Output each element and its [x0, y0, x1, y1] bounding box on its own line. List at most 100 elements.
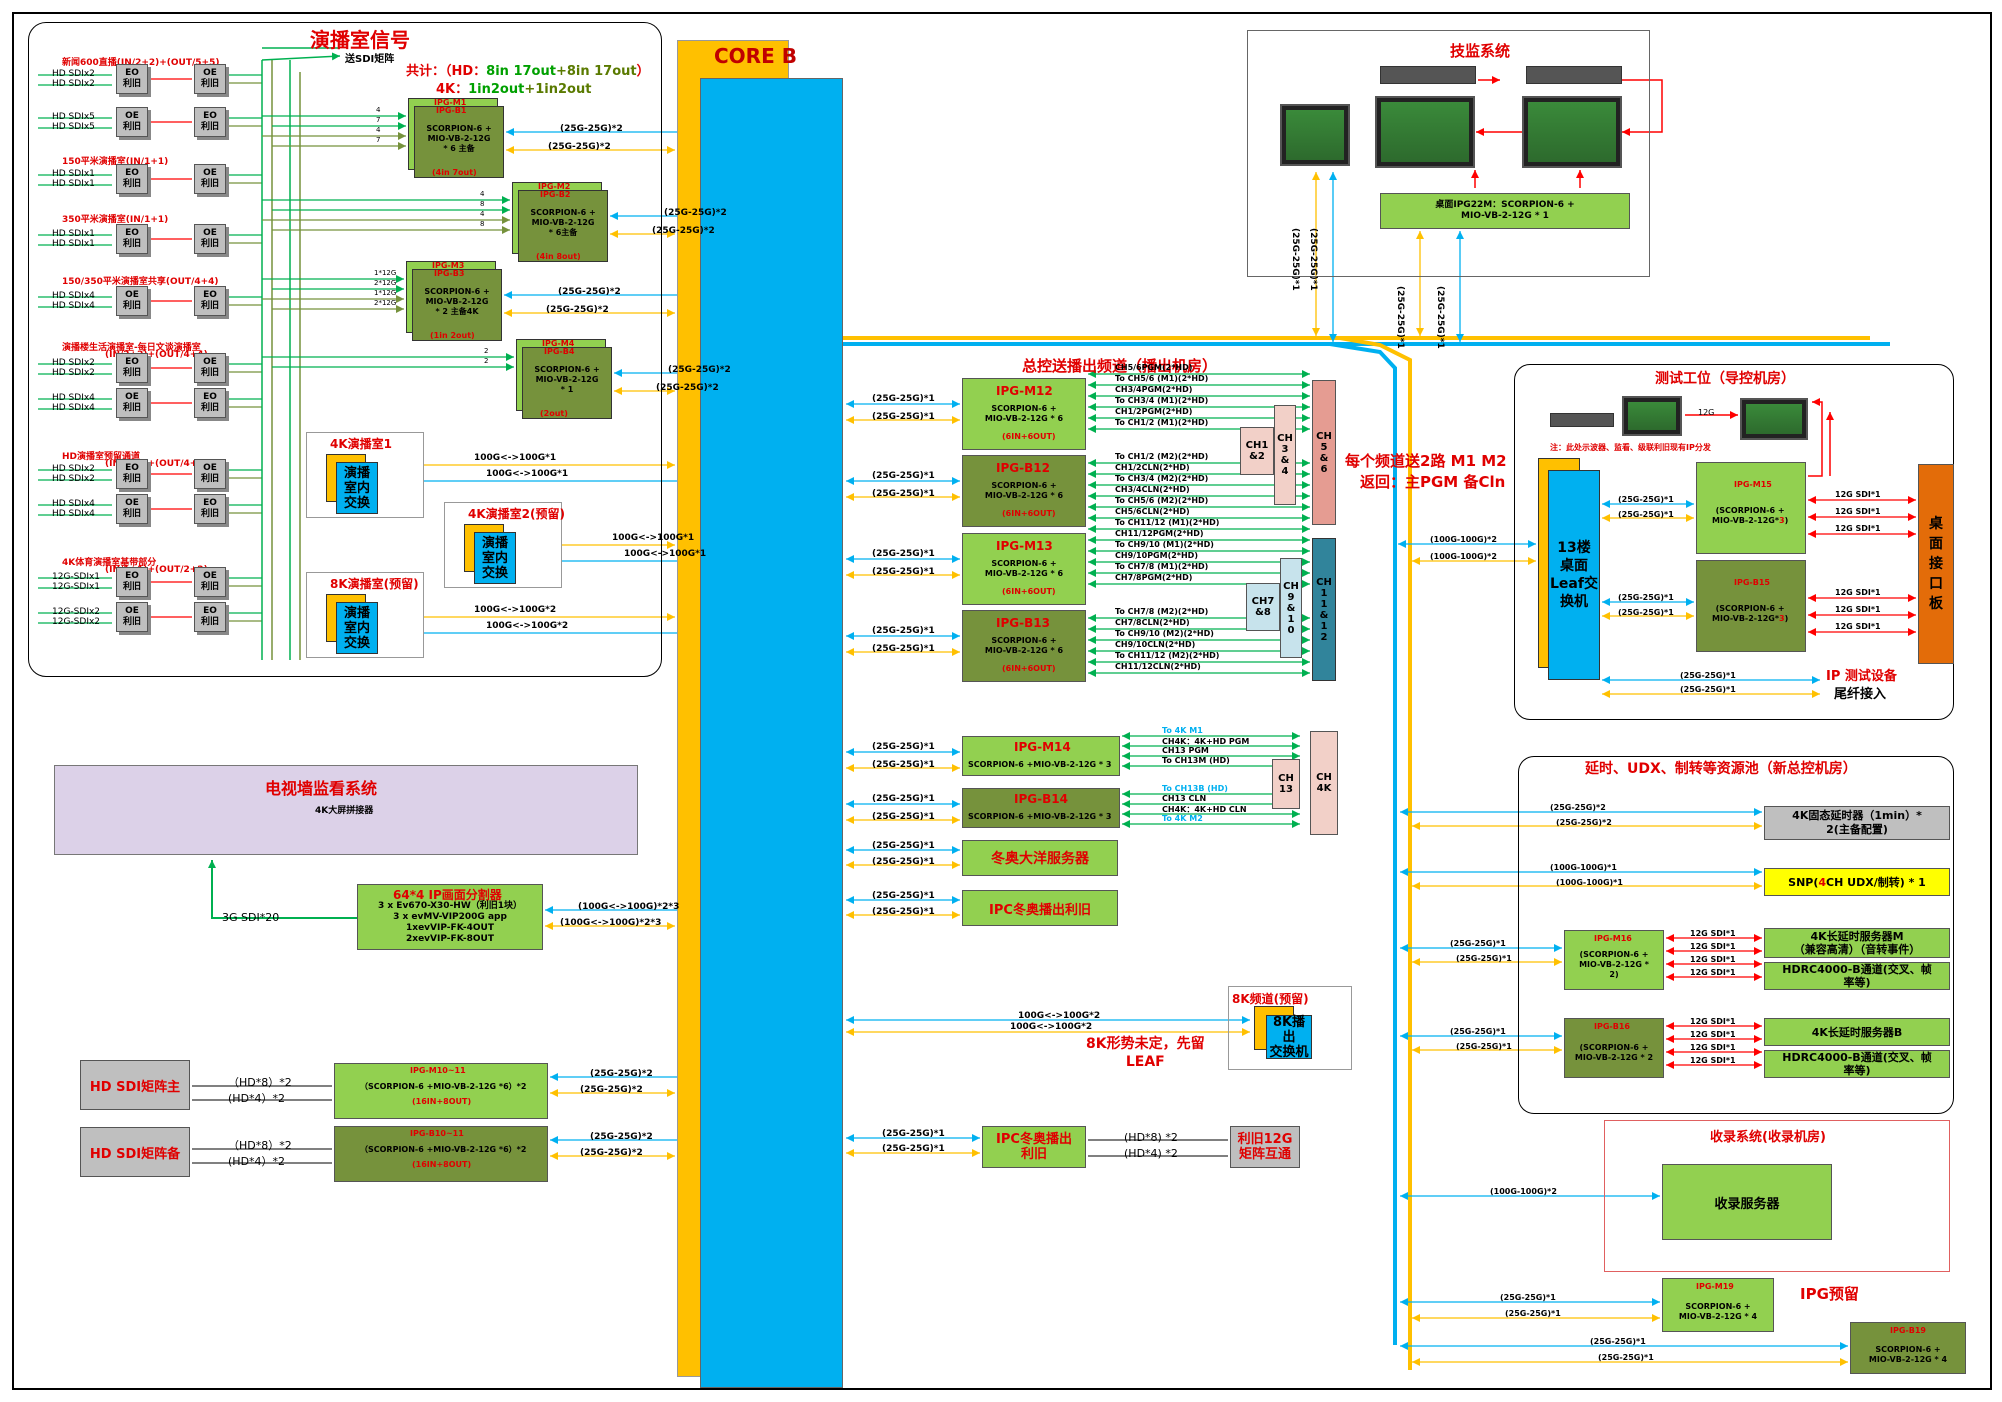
control-signal-label: CH5/6PGM(2*HD): [1115, 363, 1193, 372]
converter-left: EO 利旧: [116, 459, 148, 489]
screen-content: [1746, 404, 1802, 434]
pool-ipg-title: IPG-M16: [1594, 934, 1632, 943]
studio-ipg-line-label: 4: [480, 190, 485, 198]
link-label: (25G-25G)*1: [872, 857, 935, 867]
tvwall-title: 电视墙监看系统: [265, 779, 378, 798]
total-hd-a: 8in 17out: [486, 64, 556, 79]
channel-8k-title: 8K频道(预留): [1232, 992, 1309, 1006]
matrix-main: HD SDI矩阵主: [80, 1060, 190, 1110]
studio-ipg: [412, 269, 502, 341]
splitter-title: 64*4 IP画面分割器: [393, 888, 502, 902]
control-signal-label: To CH5/6 (M2)(2*HD): [1115, 496, 1209, 505]
converter-left: EO 利旧: [116, 224, 148, 254]
total-hd-end: ）: [636, 64, 650, 79]
studio-4k-2-switch: 演播 室内 交换: [474, 532, 516, 584]
sdi-input-label: HD SDIx1: [52, 179, 95, 189]
snp-label: SNP(: [1788, 875, 1819, 889]
pool-sdi-label: 12G SDI*1: [1690, 942, 1736, 951]
link-label: (25G-25G)*1: [1618, 608, 1674, 617]
reserve-ipg-body: SCORPION-6 + MIO-VB-2-12G * 4: [1678, 1302, 1758, 1321]
studio-ipg-title: IPG-M1: [434, 98, 467, 107]
matrix-ipg-title: IPG-M10~11: [410, 1066, 466, 1075]
sdi-input-label: HD SDIx2: [52, 358, 95, 368]
matrix-ipg-note: (16IN+8OUT): [412, 1160, 472, 1169]
control-signal-label: To CH3/4 (M2)(2*HD): [1115, 474, 1209, 483]
channel-box: CH7 &8: [1246, 583, 1280, 631]
studio-ipg-line-label: 1*12G: [374, 269, 397, 277]
control-ipg-14-body: SCORPION-6 +MIO-VB-2-12G * 3: [968, 760, 1112, 769]
matrix-line-label: (HD*4）*2: [228, 1155, 286, 1168]
link-label: (100G-100G)*2: [1490, 1187, 1557, 1196]
converter-left: EO 利旧: [116, 64, 148, 94]
test-sdi-label: 12G SDI*1: [1835, 588, 1881, 597]
link-label: (25G-25G)*1: [1598, 1353, 1654, 1362]
link-label: (100G<->100G)*2*3: [560, 918, 662, 928]
studio-total: 共计：（HD：8in 17out+8in 17out）: [406, 60, 650, 79]
pool-server-m: 4K长延时服务器M （兼容高清）（音转事件）: [1764, 928, 1950, 958]
control-signal-label: To CH3/4 (M1)(2*HD): [1115, 396, 1209, 405]
sdi-input-label: HD SDIx4: [52, 291, 95, 301]
link-label: (25G-25G)*1: [882, 1129, 945, 1139]
control-signal-label: CH4K：4K+HD CLN: [1162, 805, 1247, 814]
link-label: 100G<->100G*1: [612, 533, 695, 543]
link-label: (25G-25G)*2: [580, 1148, 643, 1158]
converter-left: OE 利旧: [116, 494, 148, 524]
pool-sdi-label: 12G SDI*1: [1690, 1056, 1736, 1065]
control-signal-label: CH13 PGM: [1162, 746, 1209, 755]
control-signal-label: CH1/2CLN(2*HD): [1115, 463, 1190, 472]
pool-hdrc-m: HDRC4000-B通道(交叉、帧 率等): [1764, 962, 1950, 990]
studio-ipg-body: SCORPION-6 + MIO-VB-2-12G * 1: [534, 365, 600, 394]
sdi-input-label: HD SDIx4: [52, 403, 95, 413]
control-signal-label: To CH5/6 (M1)(2*HD): [1115, 374, 1209, 383]
pool-ipg-body: (SCORPION-6 + MIO-VB-2-12G * 2): [1579, 950, 1649, 979]
link-label: (25G-25G)*1: [872, 549, 935, 559]
studio-group-subtitle: (IN/2+2)+(OUT/4+4): [105, 350, 208, 360]
studio-8k-switch: 演播 室内 交换: [336, 602, 378, 654]
tvwall-box: [54, 765, 638, 855]
link-label: (25G-25G)*2: [580, 1085, 643, 1095]
studio-title: 演播室信号: [310, 28, 410, 52]
pool-ipg: [1564, 1018, 1664, 1078]
core-b-switch: [700, 78, 843, 1388]
splitter-sdi: 3G SDI*20: [222, 911, 280, 924]
link-label: (25G-25G)*1: [1505, 1309, 1561, 1318]
converter-left: OE 利旧: [116, 602, 148, 632]
control-ipg-14-title: IPG-B14: [1014, 792, 1068, 806]
control-signal-label: To CH13M (HD): [1162, 756, 1230, 765]
link-label: (25G-25G)*2: [1550, 803, 1606, 812]
converter-right: OE 利旧: [194, 224, 226, 254]
test-ipg-count: 3: [1779, 614, 1785, 623]
link-label: (25G-25G)*1: [872, 794, 935, 804]
control-ipg: [962, 610, 1086, 682]
control-ipg: [962, 533, 1086, 605]
test-ip-sub: 尾纤接入: [1834, 687, 1887, 702]
pool-ipg-title: IPG-B16: [1594, 1022, 1630, 1031]
link-label: (25G-25G)*2: [668, 365, 731, 375]
trunk-yellow-bend: [1339, 336, 1412, 1370]
link-label-vertical: (25G-25G)*1: [1308, 228, 1318, 291]
link-label: (25G-25G)*1: [1500, 1293, 1556, 1302]
converter-right: OE 利旧: [194, 567, 226, 597]
studio-group-title: 150/350平米演播室共享(OUT/4+4): [62, 277, 219, 287]
link-label: (25G-25G)*2: [652, 226, 715, 236]
studio-ipg-line-label: 7: [376, 136, 381, 144]
studio-ipg-line-label: 2*12G: [374, 279, 397, 287]
converter-left: OE 利旧: [116, 107, 148, 137]
test-ipg-body: (SCORPION-6 + MIO-VB-2-12G*3): [1712, 604, 1788, 624]
matrix-line-label: (HD*4）*2: [228, 1092, 286, 1105]
control-ipg-note: (6IN+6OUT): [1002, 587, 1056, 596]
link-label: 100G<->100G*1: [486, 469, 569, 479]
link-label: (25G-25G)*1: [872, 626, 935, 636]
total-hd-b: +8in 17out: [555, 64, 637, 79]
studio-group-title: 350平米演播室(IN/1+1): [62, 215, 169, 225]
test-link-12g-label: 12G: [1698, 408, 1715, 417]
control-signal-label: To CH7/8 (M1)(2*HD): [1115, 562, 1209, 571]
pool-sdi-label: 12G SDI*1: [1690, 929, 1736, 938]
control-ipg-title: IPG-B12: [996, 461, 1050, 475]
pool-frame: [1518, 756, 1954, 1114]
link-label: (25G-25G)*1: [872, 394, 935, 404]
link-label: 100G<->100G*2: [1018, 1011, 1101, 1021]
converter-right: OE 利旧: [194, 164, 226, 194]
pool-sdi-label: 12G SDI*1: [1690, 955, 1736, 964]
